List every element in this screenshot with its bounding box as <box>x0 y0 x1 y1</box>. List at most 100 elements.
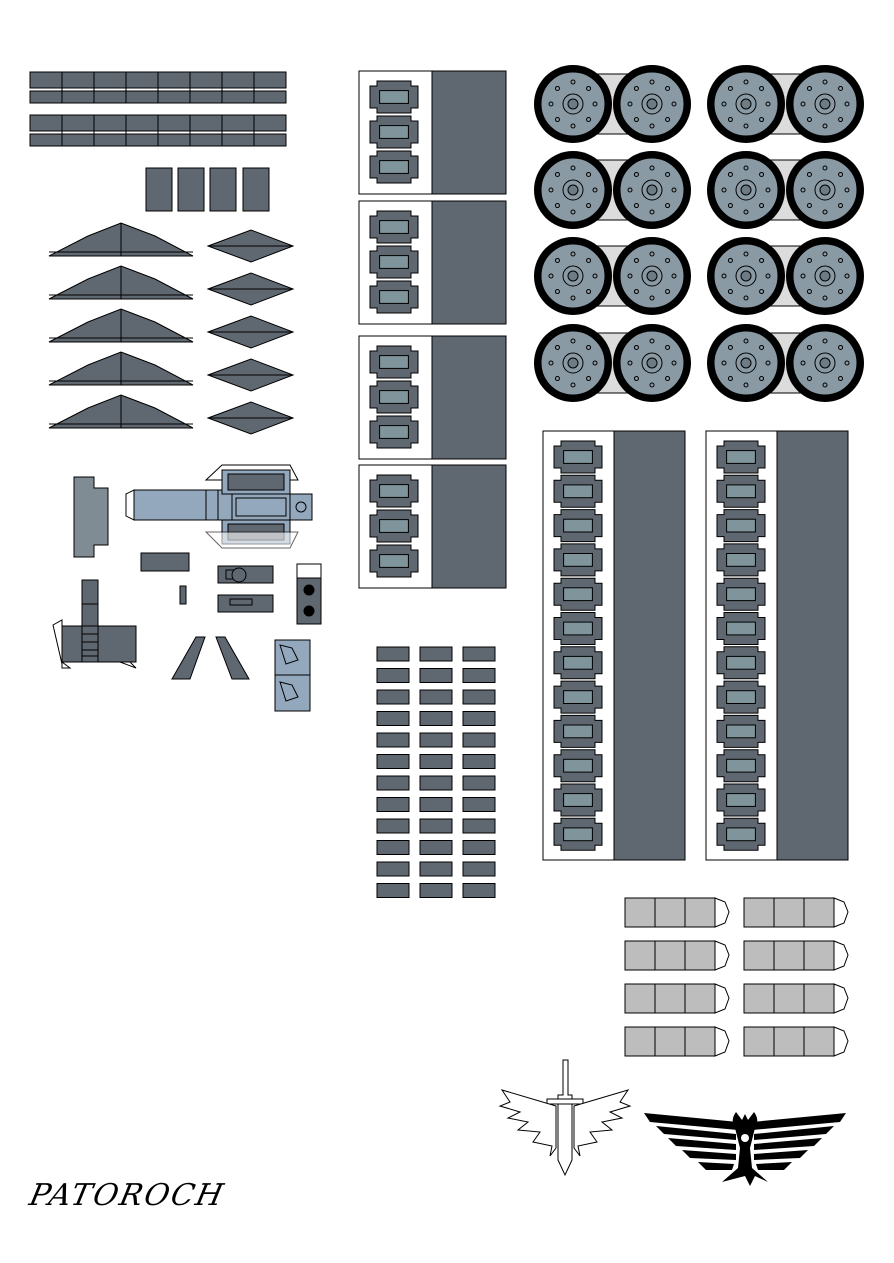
wheel-pair <box>707 65 864 143</box>
light-track-piece <box>624 1026 730 1057</box>
road-wheel <box>707 151 785 229</box>
turret-assembly <box>73 464 322 625</box>
track-link <box>716 646 766 680</box>
track-link <box>553 440 603 474</box>
track-tile <box>462 840 496 855</box>
track-link <box>553 612 603 645</box>
long-track-panels <box>542 430 849 861</box>
light-track-piece <box>743 897 849 928</box>
track-tile <box>376 775 410 791</box>
light-track-piece <box>624 897 730 928</box>
track-link-tiles <box>376 646 496 898</box>
track-link <box>369 210 419 244</box>
track-link <box>553 680 603 714</box>
track-link <box>369 509 419 543</box>
armor-strip-group <box>29 71 287 147</box>
track-link <box>716 817 766 851</box>
roof-panel <box>48 351 194 386</box>
track-tile <box>419 840 453 855</box>
track-tile <box>462 754 496 769</box>
track-tile <box>376 689 410 705</box>
track-tile <box>419 711 453 726</box>
track-link <box>716 509 766 543</box>
track-link <box>716 440 766 474</box>
track-tile <box>419 797 453 812</box>
road-wheel <box>786 65 864 143</box>
track-tile <box>376 711 410 726</box>
track-link <box>369 80 419 114</box>
track-link <box>716 749 766 783</box>
track-link <box>553 749 603 783</box>
track-link <box>716 783 766 817</box>
track-tile <box>419 689 453 705</box>
track-link <box>369 280 419 314</box>
track-link <box>716 612 766 645</box>
track-tile <box>376 797 410 812</box>
track-tile <box>462 797 496 812</box>
track-link <box>369 245 419 279</box>
track-link <box>369 474 419 508</box>
road-wheel <box>707 65 785 143</box>
long-track-panel <box>705 430 849 861</box>
roof-panel <box>48 308 194 343</box>
hatch-ladder-piece <box>52 579 137 669</box>
road-wheel <box>534 324 612 402</box>
track-tile <box>462 732 496 748</box>
roof-panel <box>48 265 194 300</box>
track-link <box>716 543 766 577</box>
track-link <box>553 646 603 680</box>
long-track-panel <box>542 430 686 861</box>
track-link <box>716 680 766 714</box>
track-tile <box>376 861 410 877</box>
diamond-panels <box>206 229 295 435</box>
track-tile <box>462 775 496 791</box>
imperial-eagle-icon <box>644 1112 846 1186</box>
track-tile <box>462 711 496 726</box>
wheel-pair <box>534 151 691 229</box>
roof-panel <box>48 394 194 429</box>
track-tile <box>462 818 496 834</box>
road-wheel <box>534 65 612 143</box>
track-panel <box>358 464 507 589</box>
track-tile <box>462 668 496 683</box>
track-link <box>553 543 603 577</box>
track-tile <box>376 646 410 662</box>
track-tile <box>419 775 453 791</box>
road-wheel <box>707 237 785 315</box>
track-link <box>553 783 603 817</box>
track-link <box>553 509 603 543</box>
track-link <box>553 474 603 508</box>
track-tile <box>376 668 410 683</box>
track-tile <box>462 883 496 898</box>
track-tile <box>419 883 453 898</box>
wheel-pair <box>707 151 864 229</box>
track-tile <box>419 732 453 748</box>
roof-panel <box>48 222 194 257</box>
track-tile <box>376 883 410 898</box>
wheel-pair <box>534 324 691 402</box>
road-wheel <box>613 65 691 143</box>
track-link <box>553 577 603 611</box>
road-wheel <box>613 237 691 315</box>
track-tile <box>376 818 410 834</box>
track-link <box>369 345 419 379</box>
track-tile <box>419 861 453 877</box>
track-link <box>369 415 419 449</box>
track-tile <box>462 646 496 662</box>
track-link <box>716 474 766 508</box>
track-panel <box>358 200 507 325</box>
track-link <box>369 544 419 578</box>
light-track-piece <box>624 983 730 1014</box>
dark-angels-winged-sword-icon <box>498 1059 632 1177</box>
track-tile <box>462 689 496 705</box>
track-tile <box>419 668 453 683</box>
road-wheel <box>613 324 691 402</box>
track-tile <box>419 754 453 769</box>
road-wheel <box>786 324 864 402</box>
track-link <box>553 714 603 748</box>
wheel-pair <box>707 237 864 315</box>
light-track-piece <box>743 940 849 971</box>
light-track-pieces <box>624 897 849 1057</box>
track-link <box>369 380 419 414</box>
